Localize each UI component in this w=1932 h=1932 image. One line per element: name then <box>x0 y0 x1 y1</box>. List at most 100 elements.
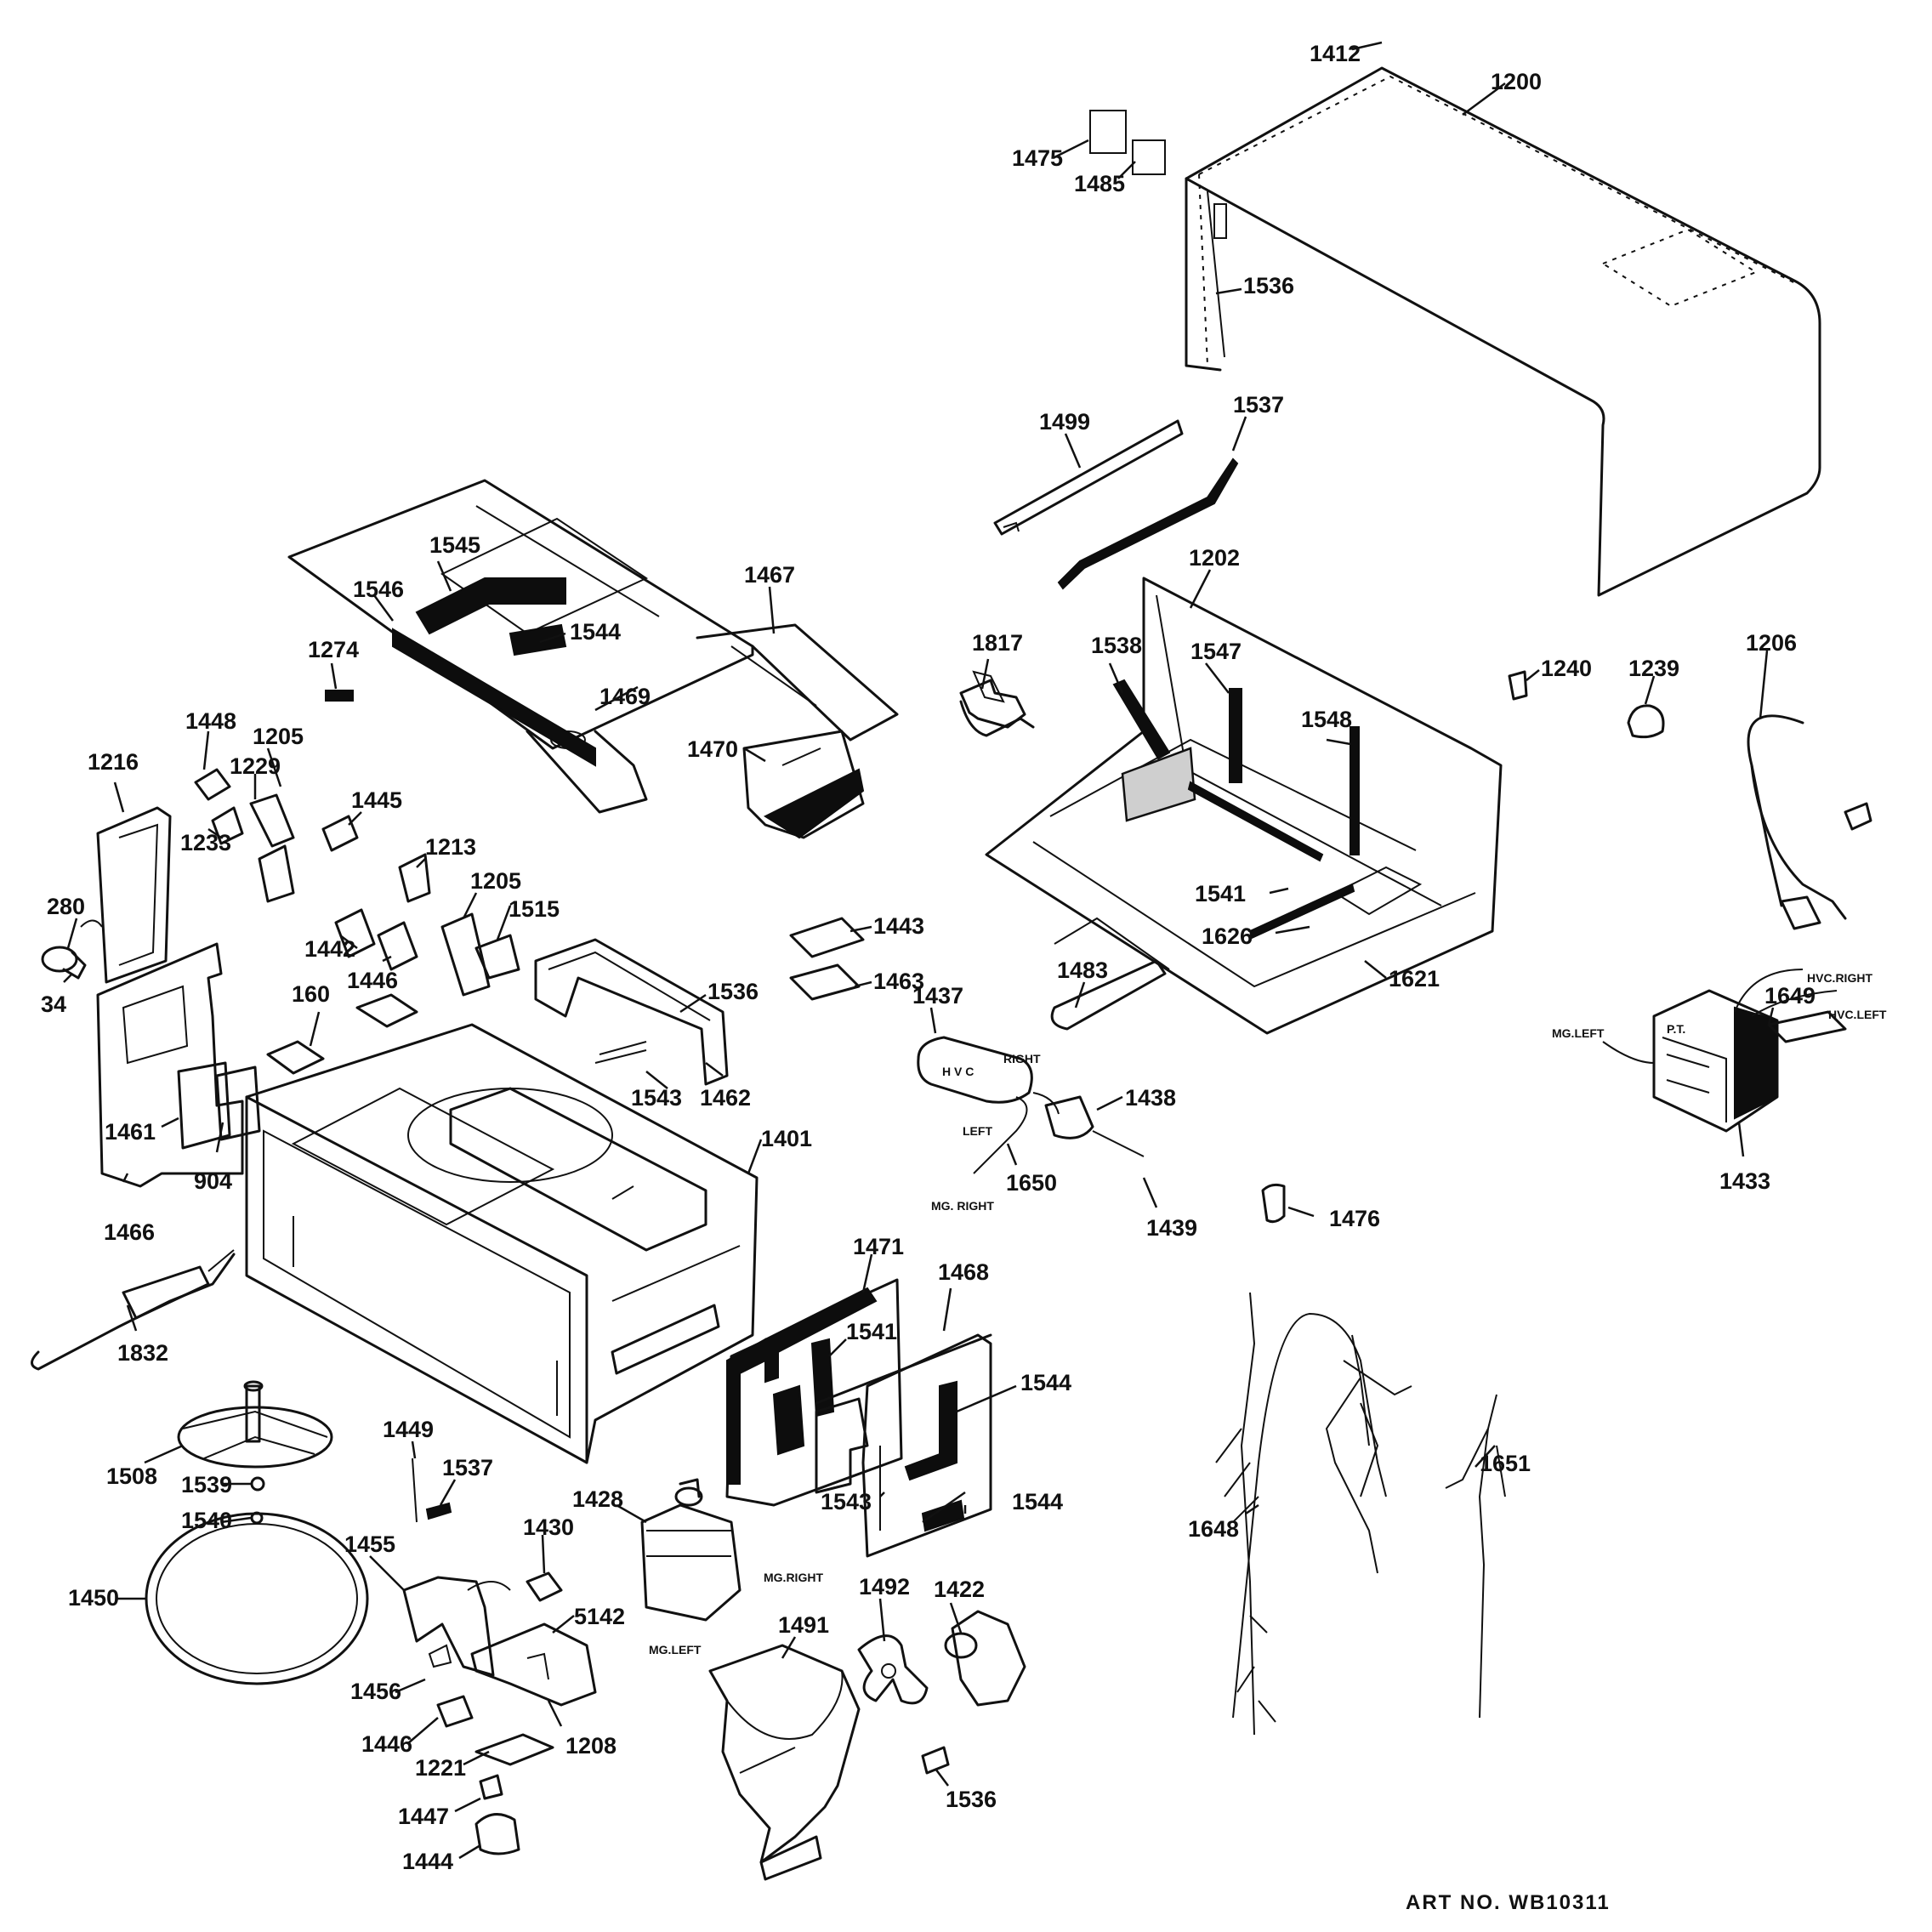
power-cord <box>1747 714 1872 930</box>
callout-1649: 1649 <box>1764 983 1816 1009</box>
callout-1205-right: 1205 <box>470 868 521 894</box>
callout-1205-left: 1205 <box>253 724 304 749</box>
callout-1444: 1444 <box>402 1849 453 1874</box>
fan-housing <box>708 1644 861 1881</box>
callout-1448: 1448 <box>185 708 236 734</box>
gasket-frame <box>534 938 729 1086</box>
callout-1483: 1483 <box>1057 957 1108 983</box>
callout-1626: 1626 <box>1202 923 1253 949</box>
callout-labels: 1412 1200 1475 1485 1536 1499 1537 1202 … <box>41 41 1816 1874</box>
callout-1462: 1462 <box>700 1085 751 1111</box>
callout-1463: 1463 <box>873 969 924 994</box>
callout-1650: 1650 <box>1006 1170 1057 1196</box>
base-plate <box>959 577 1503 1035</box>
callout-1229: 1229 <box>230 753 281 779</box>
callout-1466: 1466 <box>104 1219 155 1245</box>
callout-1200: 1200 <box>1491 69 1542 94</box>
callout-1450: 1450 <box>68 1585 119 1611</box>
leader-lines <box>63 41 1775 1860</box>
callout-1446-mid: 1446 <box>347 968 398 993</box>
lamp <box>41 919 103 980</box>
callout-1536-frame: 1536 <box>707 979 759 1004</box>
callout-1544-shield: 1544 <box>1020 1370 1071 1395</box>
capacitor <box>917 1036 1145 1174</box>
upper-brackets <box>696 623 899 839</box>
small-parts-right <box>1508 670 1665 739</box>
callout-1817: 1817 <box>972 630 1023 656</box>
callout-1461: 1461 <box>105 1119 156 1145</box>
wire-harnesses <box>1215 1292 1506 1736</box>
side-shields <box>725 1278 992 1558</box>
turntable-ring <box>145 1512 369 1685</box>
callout-1233: 1233 <box>180 830 231 855</box>
callout-1537-top: 1537 <box>1233 392 1284 418</box>
callout-1469: 1469 <box>599 684 651 709</box>
callout-1508: 1508 <box>106 1463 157 1489</box>
callout-1213: 1213 <box>425 834 476 860</box>
callout-1401: 1401 <box>761 1126 812 1151</box>
interlock-switches <box>266 993 418 1075</box>
callout-1538: 1538 <box>1091 633 1142 658</box>
art-number: ART NO. WB10311 <box>1406 1891 1611 1914</box>
callout-1445: 1445 <box>351 787 402 813</box>
transformer <box>1602 969 1847 1133</box>
callout-1470: 1470 <box>687 736 738 762</box>
callout-1547: 1547 <box>1190 639 1242 664</box>
callout-1468: 1468 <box>938 1259 989 1285</box>
callout-1438: 1438 <box>1125 1085 1176 1111</box>
fan-motor <box>921 1610 1026 1775</box>
callout-1439: 1439 <box>1146 1215 1197 1241</box>
callout-1443: 1443 <box>873 913 924 939</box>
callout-1206: 1206 <box>1746 630 1797 656</box>
tag-mg-left-magnetron: MG.LEFT <box>649 1643 702 1656</box>
callout-1476: 1476 <box>1329 1206 1380 1231</box>
callout-1832: 1832 <box>117 1340 168 1366</box>
small-spring-parts <box>412 1458 452 1523</box>
callout-1536-low: 1536 <box>946 1787 997 1812</box>
tag-left: LEFT <box>963 1124 992 1138</box>
callout-1208: 1208 <box>565 1733 617 1759</box>
callout-1274: 1274 <box>308 637 359 662</box>
tag-hvc-right: HVC.RIGHT <box>1807 971 1872 985</box>
callout-1544-top: 1544 <box>570 619 621 645</box>
callout-5142: 5142 <box>574 1604 625 1629</box>
callout-1216: 1216 <box>88 749 139 775</box>
callout-1442: 1442 <box>304 936 355 962</box>
control-board <box>96 806 261 1188</box>
callout-1621: 1621 <box>1389 966 1440 992</box>
oven-cavity <box>245 1023 759 1464</box>
outer-case <box>1089 66 1821 597</box>
wire-tags: HVC.RIGHT HVC.LEFT MG.LEFT P.T. H V C RI… <box>649 971 1887 1656</box>
callout-1471: 1471 <box>853 1234 904 1259</box>
callout-1541-base: 1541 <box>1195 881 1246 906</box>
tag-hvc: H V C <box>942 1065 974 1078</box>
callout-1428: 1428 <box>572 1486 623 1512</box>
tag-mg-right-cap: MG. RIGHT <box>931 1199 994 1213</box>
callout-1543-shield: 1543 <box>821 1489 872 1514</box>
tag-mg-left-transformer: MG.LEFT <box>1552 1026 1605 1040</box>
callout-1548: 1548 <box>1301 707 1352 732</box>
callout-1491: 1491 <box>778 1612 829 1638</box>
callout-1446-low: 1446 <box>361 1731 412 1757</box>
tag-hvc-left: HVC.LEFT <box>1828 1008 1887 1021</box>
callout-1492: 1492 <box>859 1574 910 1600</box>
callout-1202: 1202 <box>1189 545 1240 571</box>
callout-1433: 1433 <box>1719 1168 1770 1194</box>
callout-1539: 1539 <box>181 1472 232 1497</box>
callout-1546: 1546 <box>353 577 404 602</box>
callout-1239: 1239 <box>1628 656 1679 681</box>
part-1476 <box>1261 1183 1286 1224</box>
callout-34: 34 <box>41 992 66 1017</box>
callout-1447: 1447 <box>398 1804 449 1829</box>
callout-1412: 1412 <box>1310 41 1361 66</box>
callout-160: 160 <box>292 981 330 1007</box>
tag-pt: P.T. <box>1667 1022 1685 1036</box>
callout-1456: 1456 <box>350 1679 401 1704</box>
callout-1437: 1437 <box>912 983 963 1009</box>
callout-1475: 1475 <box>1012 145 1063 171</box>
tag-right: RIGHT <box>1003 1052 1041 1065</box>
callout-1499: 1499 <box>1039 409 1090 435</box>
shaft <box>31 1249 236 1371</box>
